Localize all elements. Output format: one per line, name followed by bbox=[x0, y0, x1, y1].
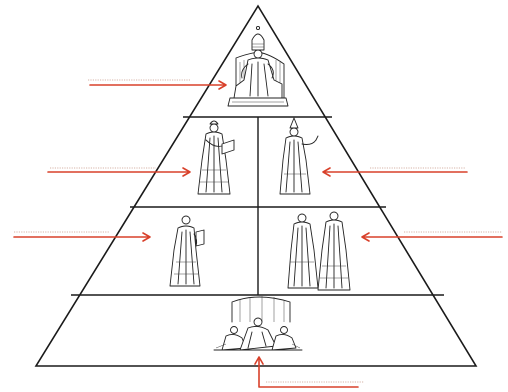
arrow-tier-1 bbox=[90, 81, 226, 89]
arrow-tier-3-left bbox=[14, 233, 150, 241]
arrow-tier-4 bbox=[255, 357, 358, 387]
figure-kneeling-people bbox=[214, 296, 302, 350]
arrow-tier-2-left bbox=[48, 168, 190, 176]
figure-pope-enthroned bbox=[228, 26, 288, 106]
figure-cardinal-reading bbox=[198, 121, 234, 194]
arrow-tier-3-right bbox=[362, 233, 502, 241]
figure-bishop-mitre bbox=[280, 118, 318, 194]
arrow-tier-2-right bbox=[323, 168, 467, 176]
figure-priest bbox=[170, 216, 204, 286]
figure-two-monks bbox=[288, 212, 350, 290]
